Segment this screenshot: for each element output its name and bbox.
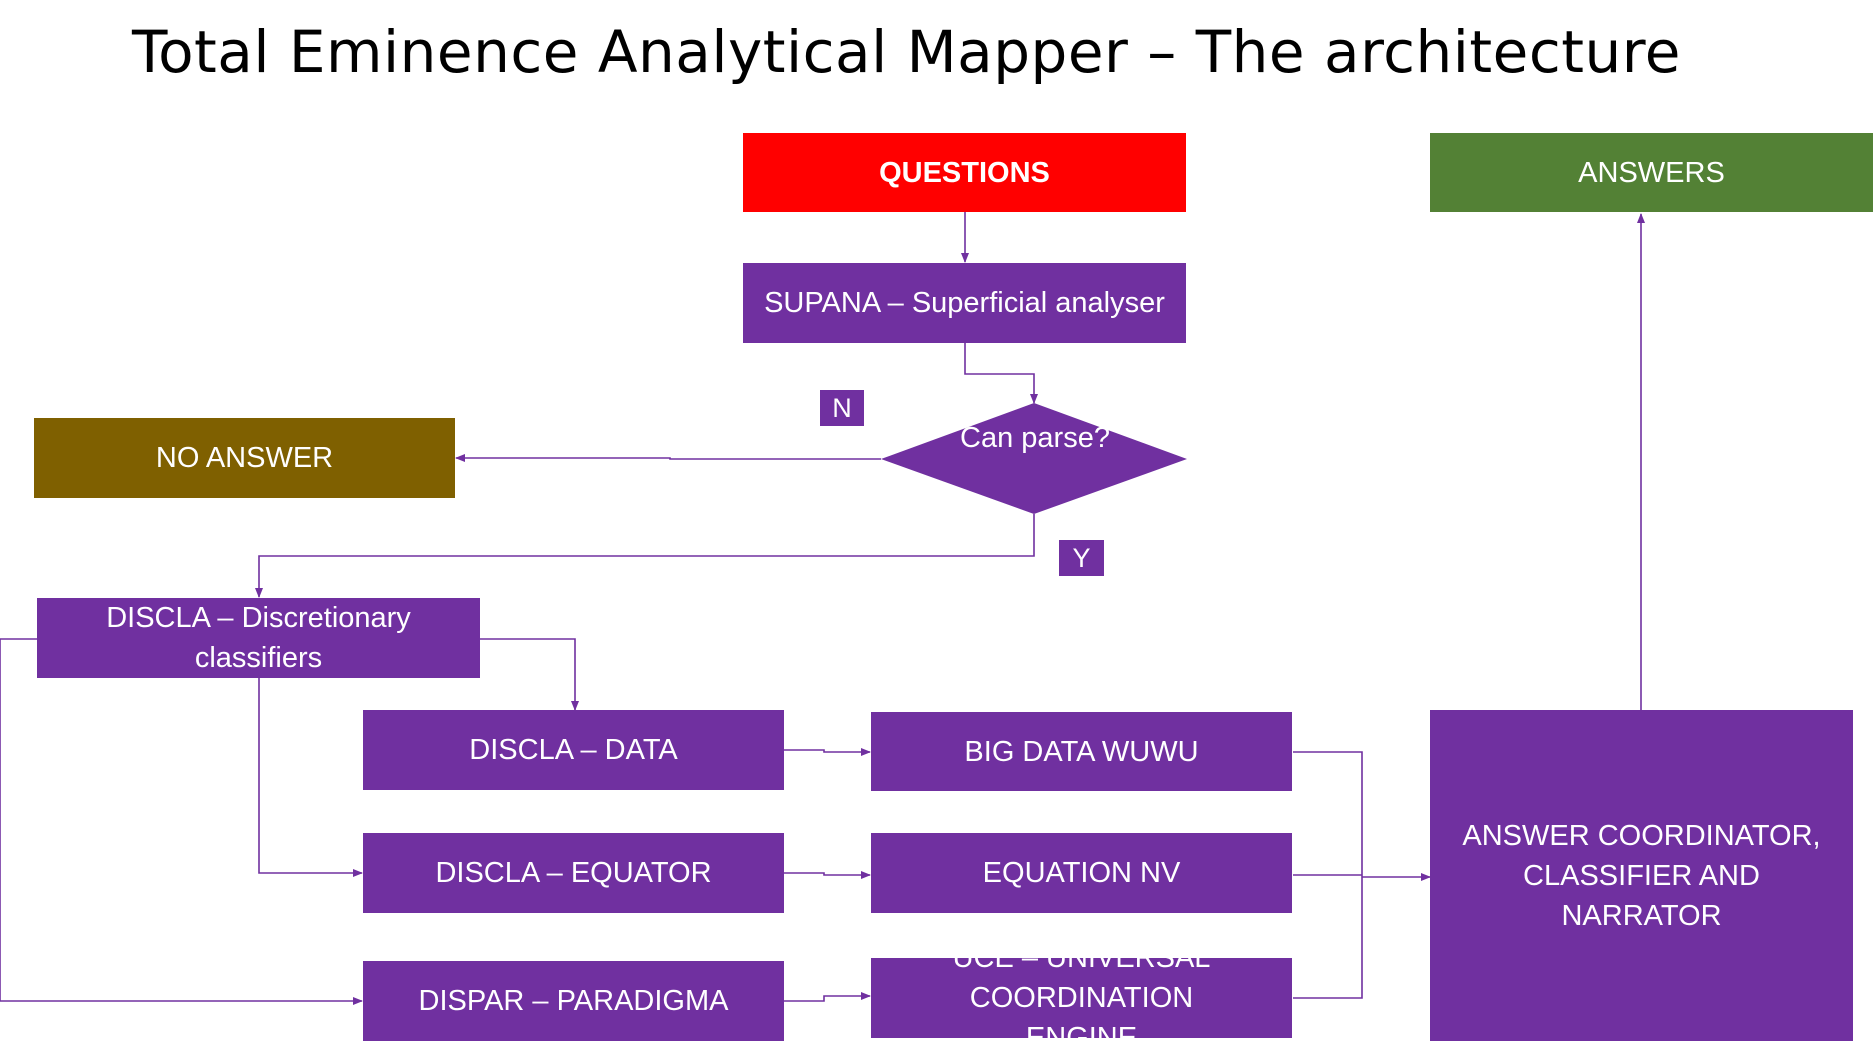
uce-box: UCE – UNIVERSAL COORDINATION ENGINE (871, 942, 1292, 1054)
dispar-box: DISPAR – PARADIGMA (363, 961, 784, 1041)
questions-box: QUESTIONS (743, 133, 1186, 212)
connector-data-bigdata (783, 748, 871, 756)
connector-decision-discla (255, 514, 1035, 598)
connector-decision-noanswer (455, 454, 881, 462)
connector-discla-dispar (0, 638, 363, 1005)
discla-box: DISCLA – Discretionary classifiers (37, 598, 480, 678)
discla-equator-box: DISCLA – EQUATOR (363, 833, 784, 913)
connector-bigdata-coordinator (1293, 751, 1363, 877)
connector-uce-coordinator (1293, 877, 1363, 999)
answer-coordinator-box: ANSWER COORDINATOR, CLASSIFIER AND NARRA… (1430, 710, 1853, 1041)
branch-label-no: N (820, 390, 864, 426)
discla-data-box: DISCLA – DATA (363, 710, 784, 790)
connector-discla-data (480, 638, 579, 711)
connector-equator-equation (783, 871, 871, 879)
supana-box: SUPANA – Superficial analyser (743, 263, 1186, 343)
connector-dispar-uce (783, 992, 871, 1002)
big-data-box: BIG DATA WUWU (871, 712, 1292, 791)
no-answer-box: NO ANSWER (34, 418, 455, 498)
answers-box: ANSWERS (1430, 133, 1873, 212)
connector-supana-decision (964, 342, 1038, 404)
connector-discla-equator (258, 677, 363, 877)
branch-label-yes: Y (1059, 540, 1104, 576)
decision-diamond (881, 403, 1187, 514)
equation-nv-box: EQUATION NV (871, 833, 1292, 913)
decision-label: Can parse? (960, 422, 1110, 454)
diagram-title: Total Eminence Analytical Mapper – The a… (132, 18, 1681, 86)
